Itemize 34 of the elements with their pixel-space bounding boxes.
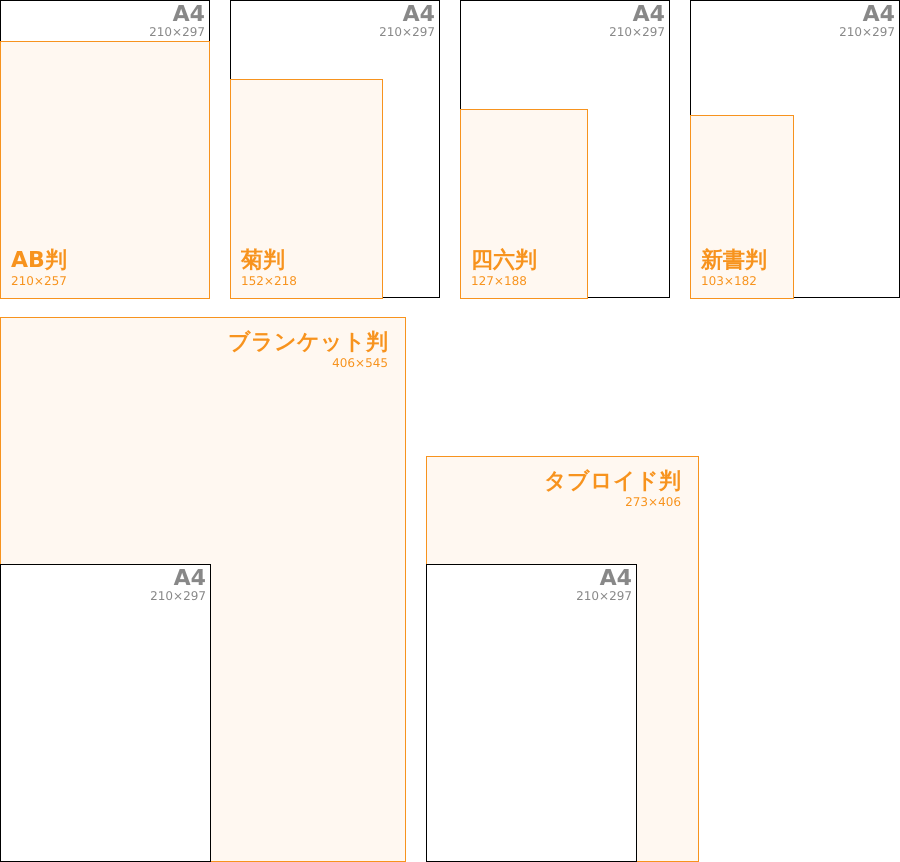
size-name: A4 (600, 568, 632, 590)
paper-sheet (460, 0, 670, 298)
paper-sheet (426, 456, 699, 862)
size-name: A4 (174, 568, 206, 590)
dimensions-label: 273×406 (625, 495, 681, 510)
dimensions-label: 210×297 (379, 26, 435, 39)
size-name: A4 (632, 4, 665, 26)
dimensions-label: 127×188 (471, 274, 527, 289)
paper-sheet (0, 317, 406, 862)
dimensions-label: 152×218 (241, 274, 297, 289)
dimensions-label: 210×297 (609, 26, 665, 39)
dimensions-label: 103×182 (701, 274, 757, 289)
paper-sheet (0, 564, 211, 862)
dimensions-label: 210×297 (149, 26, 205, 39)
paper-sheet (230, 79, 383, 299)
size-name: 菊判 (241, 248, 285, 274)
dimensions-label: 210×257 (11, 274, 67, 289)
dimensions-label: 210×297 (839, 26, 895, 39)
paper-sheet (230, 0, 440, 298)
dimensions-label: 210×297 (150, 590, 206, 603)
size-name: A4 (862, 4, 895, 26)
size-name: A4 (172, 4, 205, 26)
paper-sheet (690, 0, 900, 298)
size-name: A4 (402, 4, 435, 26)
size-name: AB判 (11, 248, 67, 274)
dimensions-label: 210×297 (576, 590, 632, 603)
paper-sheet (460, 109, 588, 299)
size-name: 四六判 (471, 248, 537, 274)
size-name: ブランケット判 (228, 330, 388, 356)
paper-sheet (426, 564, 637, 862)
size-name: 新書判 (701, 248, 767, 274)
dimensions-label: 406×545 (332, 356, 388, 371)
paper-sheet (690, 115, 794, 299)
size-name: タブロイド判 (544, 469, 681, 495)
